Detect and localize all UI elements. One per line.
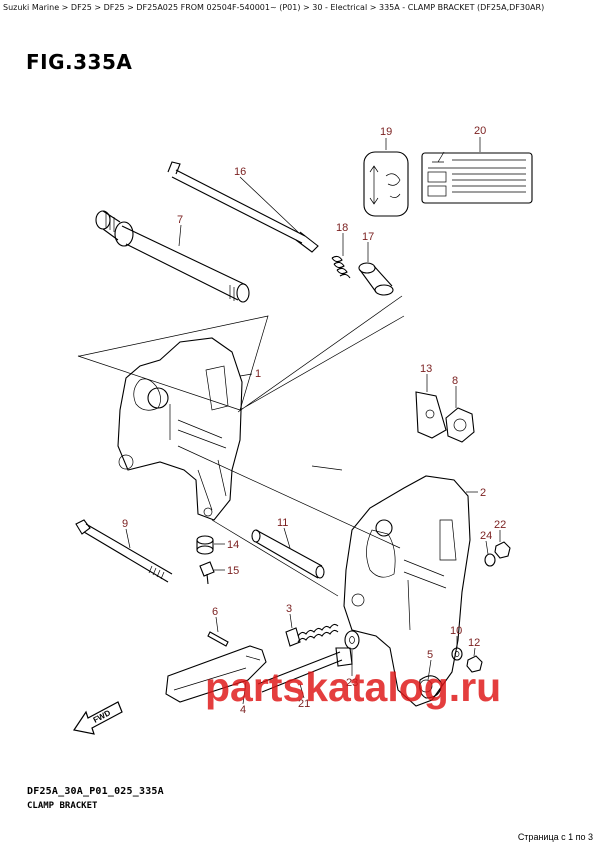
part-14-bushing[interactable]: [196, 535, 214, 555]
part-13-plate[interactable]: [415, 391, 447, 439]
callout-19[interactable]: 19: [380, 126, 392, 138]
part-15-screw[interactable]: [199, 561, 215, 585]
callout-22[interactable]: 22: [494, 519, 506, 531]
callout-6[interactable]: 6: [212, 606, 218, 618]
callout-12[interactable]: 12: [468, 637, 480, 649]
callout-21[interactable]: 21: [298, 698, 310, 710]
callout-24[interactable]: 24: [480, 530, 492, 542]
callout-14[interactable]: 14: [227, 539, 239, 551]
part-1-clamp-bracket[interactable]: [117, 337, 243, 521]
callout-23[interactable]: 23: [346, 677, 358, 689]
part-17-bushing[interactable]: [358, 262, 394, 296]
callout-13[interactable]: 13: [420, 363, 432, 375]
part-6-pin[interactable]: [207, 631, 229, 647]
part-24-washer[interactable]: [484, 553, 496, 567]
figure-caption: CLAMP BRACKET: [27, 801, 98, 811]
callout-20[interactable]: 20: [474, 125, 486, 137]
callout-8[interactable]: 8: [452, 375, 458, 387]
fwd-arrow-icon: FWD: [73, 701, 123, 735]
part-10-washer[interactable]: [451, 647, 463, 661]
callout-17[interactable]: 17: [362, 231, 374, 243]
part-4-lever[interactable]: [165, 645, 267, 703]
callout-15[interactable]: 15: [227, 565, 239, 577]
callout-7[interactable]: 7: [177, 214, 183, 226]
callout-16[interactable]: 16: [234, 166, 246, 178]
callout-9[interactable]: 9: [122, 518, 128, 530]
part-7-shaft[interactable]: [95, 210, 250, 303]
callout-1[interactable]: 1: [255, 368, 261, 380]
part-2-clamp-bracket[interactable]: [343, 475, 471, 707]
outline-leader: [237, 295, 405, 413]
callout-11[interactable]: 11: [277, 517, 288, 529]
callout-18[interactable]: 18: [336, 222, 348, 234]
callout-5[interactable]: 5: [427, 649, 433, 661]
callout-3[interactable]: 3: [286, 603, 292, 615]
watermark: partskatalog.ru: [205, 664, 502, 710]
part-8-nut[interactable]: [445, 407, 475, 443]
outline-leader: [77, 315, 269, 411]
callout-2[interactable]: 2: [480, 487, 486, 499]
part-5-clip[interactable]: [419, 675, 443, 699]
part-19-label[interactable]: [363, 151, 409, 217]
callout-4[interactable]: 4: [240, 704, 246, 716]
outline-leader: [177, 445, 401, 549]
breadcrumb[interactable]: Suzuki Marine > DF25 > DF25 > DF25A025 F…: [3, 3, 545, 12]
part-16-rod[interactable]: [167, 161, 319, 253]
part-20-warning-plate[interactable]: [421, 151, 533, 204]
part-12-nut[interactable]: [466, 655, 483, 673]
part-11-pin[interactable]: [251, 529, 325, 579]
part-9-bolt[interactable]: [75, 519, 173, 583]
page-counter: Страница с 1 по 3: [517, 832, 593, 842]
part-18-spring[interactable]: [331, 255, 351, 279]
callout-leaders: [125, 137, 501, 705]
outline-leader: [211, 465, 343, 597]
figure-title: FIG.335A: [26, 50, 133, 74]
part-22-nut[interactable]: [494, 541, 511, 559]
part-3-spring-rod[interactable]: [285, 623, 339, 647]
figure-code: DF25A_30A_P01_025_335A: [27, 786, 164, 797]
callout-10[interactable]: 10: [450, 625, 462, 637]
part-23-washer[interactable]: [344, 630, 360, 650]
